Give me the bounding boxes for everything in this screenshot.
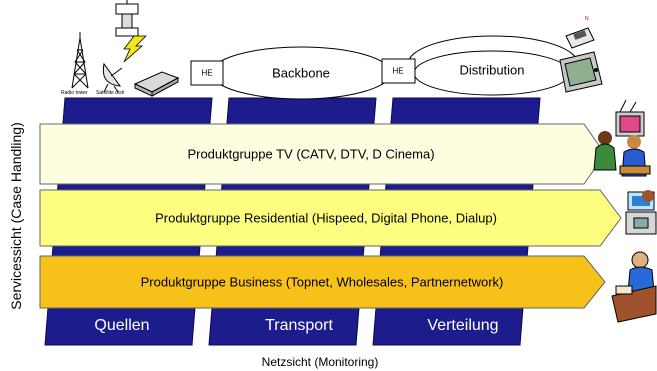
family-watching-tv-icon <box>593 99 651 177</box>
satellite-icon <box>115 0 139 37</box>
he-box-left <box>190 60 224 86</box>
horizontal-axis-label: Netzsicht (Monitoring) <box>261 355 379 369</box>
band-tv-label: Produktgruppe TV (CATV, DTV, D Cinema) <box>187 146 435 162</box>
satellite-dish-label: Satellite dish <box>96 90 125 96</box>
radio-tower-label: Radio tower <box>61 90 88 96</box>
column-sources-label: Quellen <box>94 317 150 334</box>
band-residential-label: Produktgruppe Residential (Hispeed, Digi… <box>155 210 497 226</box>
he-left-label: HE <box>201 68 213 78</box>
phone-badge: N <box>585 16 589 22</box>
satellite-dish-icon <box>102 62 123 93</box>
business-person-icon <box>611 251 657 323</box>
he-right-label: HE <box>392 66 404 76</box>
band-business <box>39 255 606 309</box>
vertical-axis-label: Servicessicht (Case Handling) <box>8 122 24 310</box>
he-box-right <box>381 58 416 84</box>
backbone-label: Backbone <box>272 65 330 81</box>
radio-tower-icon <box>71 32 89 89</box>
receiver-box-icon <box>133 71 180 97</box>
telephone-icon <box>565 27 595 49</box>
distribution-label: Distribution <box>459 62 525 78</box>
band-business-label: Produktgruppe Business (Topnet, Wholesal… <box>140 274 504 290</box>
column-distribution-label: Verteilung <box>427 317 499 334</box>
band-residential <box>39 189 622 247</box>
lightning-icon <box>123 35 147 63</box>
computer-user-icon <box>625 190 657 235</box>
column-transport-label: Transport <box>265 317 333 334</box>
television-icon <box>559 51 603 93</box>
